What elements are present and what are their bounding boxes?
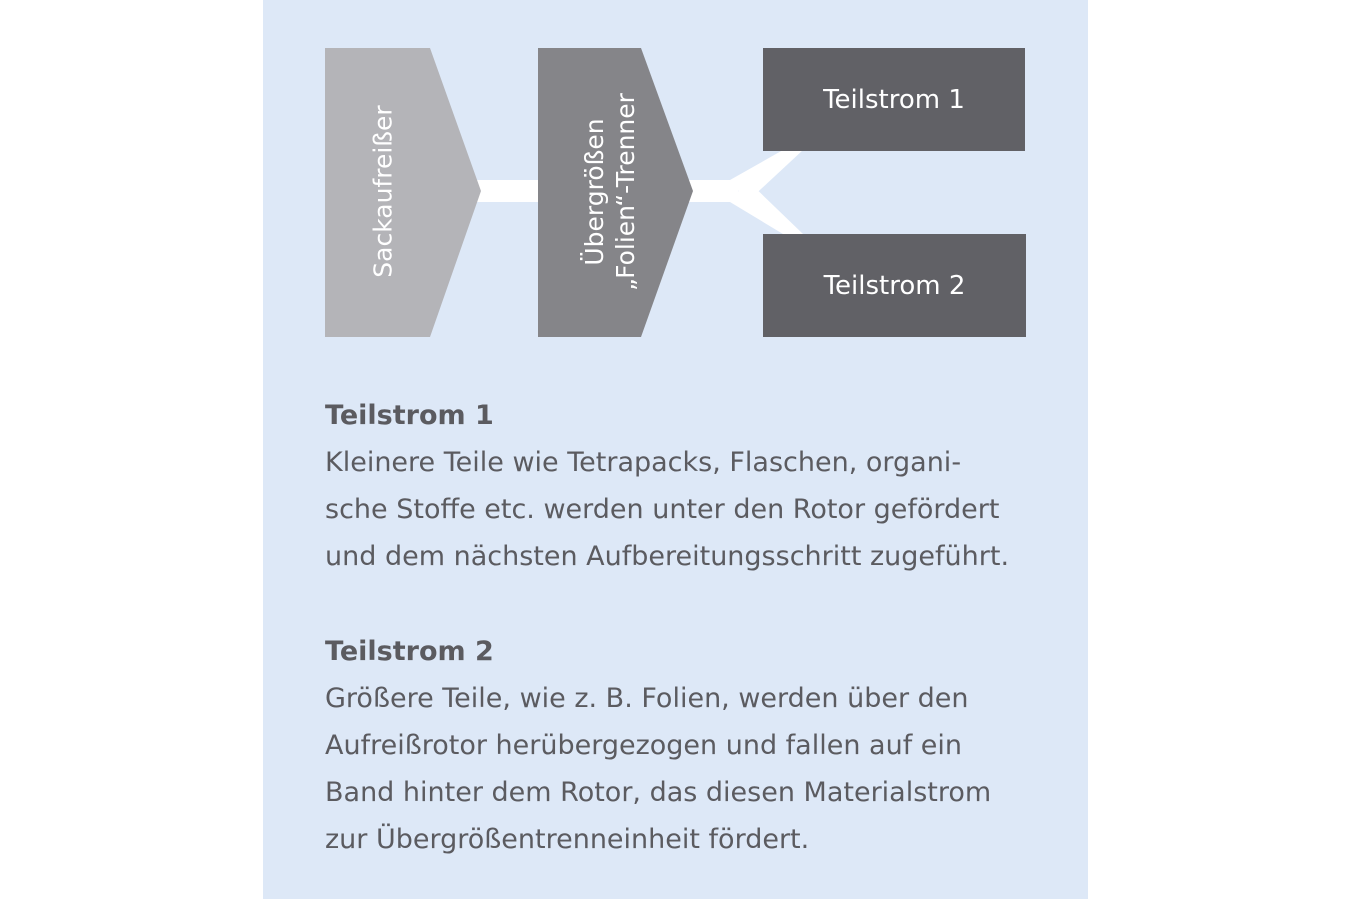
- section2-line: zur Übergrößentrenneinheit fördert.: [325, 824, 810, 855]
- output1-label: Teilstrom 1: [823, 84, 965, 115]
- step2-text-line1: Übergrößen: [580, 118, 609, 266]
- section1-line: Kleinere Teile wie Tetrapacks, Flaschen,…: [325, 447, 962, 478]
- step1-text: Sackaufreißer: [368, 105, 398, 278]
- section1: Teilstrom 1 Kleinere Teile wie Tetrapack…: [325, 392, 1065, 580]
- section1-line: sche Stoffe etc. werden unter den Rotor …: [325, 494, 1000, 525]
- section1-heading: Teilstrom 1: [325, 400, 494, 431]
- step2-shape: [538, 48, 693, 337]
- connector-step1-step2: [473, 180, 543, 202]
- section2-line: Aufreißrotor herübergezogen und fallen a…: [325, 730, 963, 761]
- section2-heading: Teilstrom 2: [325, 636, 494, 667]
- step2-text-line2: „Folien“-Trenner: [611, 93, 640, 291]
- diagram-shapes: [325, 48, 803, 337]
- section2-line: Band hinter dem Rotor, das diesen Materi…: [325, 777, 992, 808]
- step1-label: Sackaufreißer: [368, 82, 399, 302]
- info-panel: Sackaufreißer Übergrößen „Folien“-Trenne…: [263, 0, 1088, 899]
- section2: Teilstrom 2 Größere Teile, wie z. B. Fol…: [325, 628, 1065, 863]
- connector-step2-split: [688, 180, 738, 202]
- step1-shape: [325, 48, 481, 337]
- connector-branch-down: [730, 180, 803, 234]
- output2-box: Teilstrom 2: [763, 234, 1026, 337]
- section1-line: und dem nächsten Aufbereitungsschritt zu…: [325, 541, 1010, 572]
- output1-box: Teilstrom 1: [763, 48, 1025, 151]
- step2-label: Übergrößen „Folien“-Trenner: [579, 72, 641, 312]
- output2-label: Teilstrom 2: [823, 270, 966, 301]
- section2-line: Größere Teile, wie z. B. Folien, werden …: [325, 683, 969, 714]
- process-diagram: Sackaufreißer Übergrößen „Folien“-Trenne…: [263, 0, 1088, 360]
